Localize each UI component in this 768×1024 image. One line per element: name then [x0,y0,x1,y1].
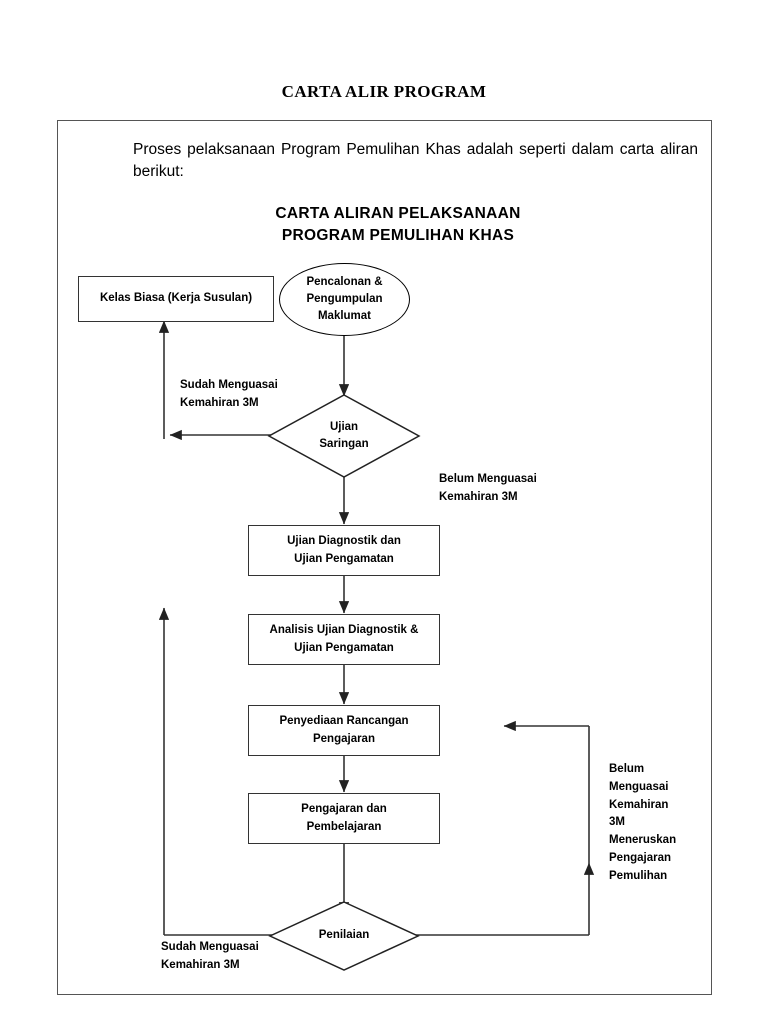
label-penilaian-sudah-menguasai: Sudah Menguasai Kemahiran 3M [161,941,259,971]
node-kelas-biasa: Kelas Biasa (Kerja Susulan) [78,276,274,322]
node-ujian-saringan-shape [267,394,421,478]
node-start-line3: Maklumat [317,310,372,323]
flowchart-connectors [158,320,595,936]
flowchart-heading-line2: PROGRAM PEMULIHAN KHAS [281,227,515,245]
node-pengajaran-pembelajaran: Pengajaran dan Pembelajaran [248,793,440,844]
node-penilaian-shape [268,901,420,971]
node-analisis-line2: Ujian Pengamatan [294,641,394,654]
node-pdp-line2: Pembelajaran [306,820,382,833]
node-pdp-line1: Pengajaran dan [301,803,387,816]
node-start: Pencalonan & Pengumpulan Maklumat [279,263,410,336]
node-ujian-diagnostik-line2: Ujian Pengamatan [294,552,394,565]
node-rancangan-pengajaran-text: Penyediaan Rancangan Pengajaran [279,713,408,748]
node-start-line1: Pencalonan & [306,275,383,288]
node-kelas-biasa-text: Kelas Biasa (Kerja Susulan) [99,292,253,305]
node-ujian-diagnostik-text: Ujian Diagnostik dan Ujian Pengamatan [287,533,401,568]
node-rancangan-line1: Penyediaan Rancangan [279,715,409,728]
flowchart-heading: CARTA ALIRAN PELAKSANAAN PROGRAM PEMULIH… [188,203,608,248]
node-ujian-diagnostik: Ujian Diagnostik dan Ujian Pengamatan [248,525,440,576]
flowchart-canvas: Pencalonan & Pengumpulan Maklumat Kelas … [58,121,713,996]
label-saringan-belum-menguasai: Belum Menguasai Kemahiran 3M [439,473,537,503]
flowchart-heading-line1: CARTA ALIRAN PELAKSANAAN [275,205,521,222]
label-saringan-sudah-menguasai: Sudah Menguasai Kemahiran 3M [180,379,278,409]
node-start-text: Pencalonan & Pengumpulan Maklumat [306,274,382,326]
intro-paragraph: Proses pelaksanaan Program Pemulihan Kha… [133,141,698,181]
node-analisis-text: Analisis Ujian Diagnostik & Ujian Pengam… [270,622,419,657]
content-frame: Proses pelaksanaan Program Pemulihan Kha… [57,120,712,995]
label-penilaian-belum-menguasai: Belum Menguasai Kemahiran 3M Meneruskan … [609,763,677,882]
page-title: CARTA ALIR PROGRAM [281,82,487,101]
node-analisis: Analisis Ujian Diagnostik & Ujian Pengam… [248,614,440,665]
node-pengajaran-pembelajaran-text: Pengajaran dan Pembelajaran [301,801,387,836]
node-rancangan-pengajaran: Penyediaan Rancangan Pengajaran [248,705,440,756]
node-rancangan-line2: Pengajaran [312,732,375,745]
node-analisis-line1: Analisis Ujian Diagnostik & [269,624,419,637]
node-start-line2: Pengumpulan [306,292,383,305]
node-ujian-diagnostik-line1: Ujian Diagnostik dan [287,535,401,548]
